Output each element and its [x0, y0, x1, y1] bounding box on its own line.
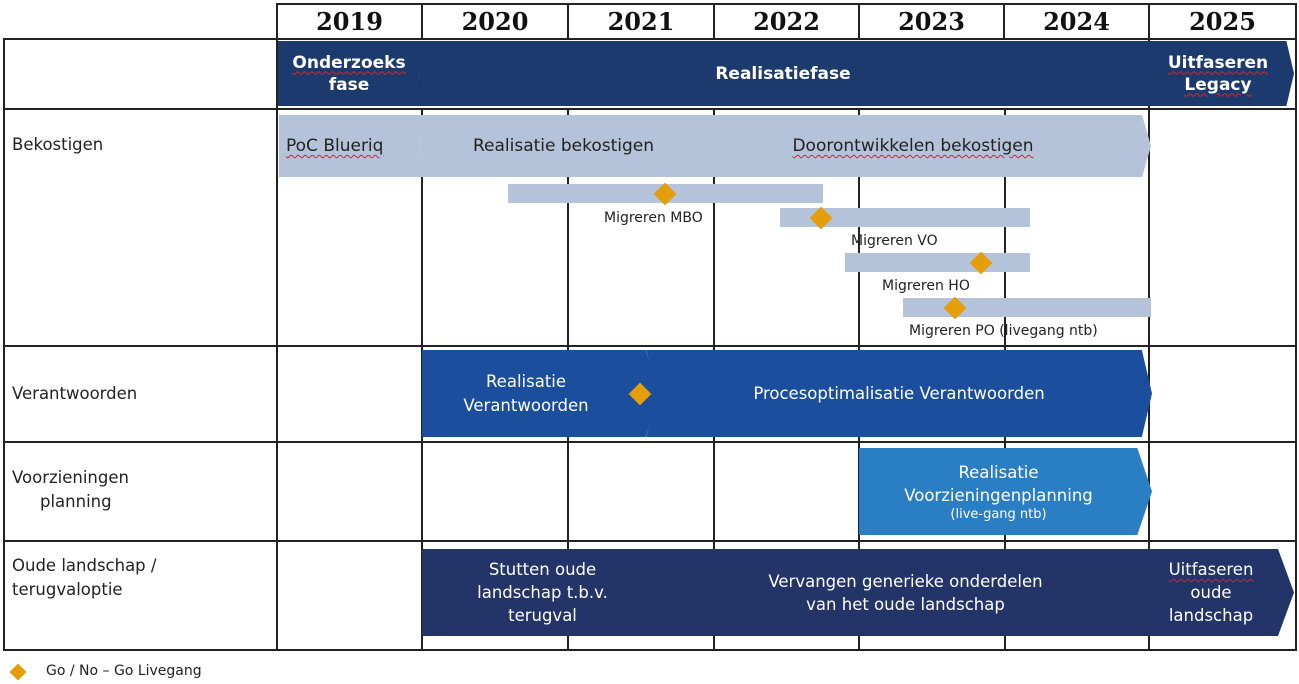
bar-doorontwikkelen-label: Doorontwikkelen bekostigen — [792, 136, 1034, 156]
row-label-oude-landschap: Oude landschap / terugvaloptie — [12, 554, 156, 602]
grid-line — [567, 3, 569, 39]
row-label-text: Voorzieningen — [12, 468, 129, 487]
phase-uitfaseren-line2: Legacy — [1184, 74, 1252, 95]
bar-uitfaseren-oude-landschap: Uitfaseren oude landschap — [1134, 549, 1294, 636]
row-label-text: Verantwoorden — [12, 384, 138, 403]
migration-label-po: Migreren PO (livegang ntb) — [909, 323, 1098, 339]
migration-label-vo: Migreren VO — [851, 233, 938, 249]
phase-uitfaseren-legacy: Uitfaseren Legacy — [1142, 41, 1294, 106]
phase-onderzoeksfase-line1: Onderzoeks — [292, 52, 406, 73]
migration-label-mbo: Migreren MBO — [604, 210, 703, 226]
grid-line — [276, 3, 278, 651]
migration-bar-po — [903, 298, 1151, 317]
year-2022: 2022 — [753, 6, 820, 36]
row-label-text: terugvaloptie — [12, 580, 123, 599]
bar-vervangen-line2: van het oude landschap — [806, 594, 1005, 614]
bar-stutten-line1: Stutten oude — [488, 560, 597, 579]
row-label-bekostigen: Bekostigen — [12, 133, 103, 157]
year-2020: 2020 — [461, 6, 529, 36]
phase-realisatiefase: Realisatiefase — [411, 41, 1155, 106]
bar-realisatie-bekostigen-label: Realisatie bekostigen — [472, 136, 655, 156]
phase-onderzoeksfase: Onderzoeks fase — [278, 41, 420, 106]
year-2024: 2024 — [1043, 6, 1110, 36]
row-label-verantwoorden: Verantwoorden — [12, 382, 137, 406]
year-2019: 2019 — [316, 6, 383, 36]
migration-label-ho: Migreren HO — [882, 278, 970, 294]
grid-line — [3, 38, 5, 651]
bar-uitfaseren-line2: oude — [1190, 583, 1232, 602]
grid-line — [3, 108, 1297, 110]
grid-line — [3, 38, 1297, 40]
year-2025: 2025 — [1189, 6, 1256, 36]
bar-vervangen-generieke-onderdelen: Vervangen generieke onderdelen van het o… — [661, 549, 1150, 636]
migration-bar-vo — [780, 208, 1030, 227]
grid-line — [277, 3, 1297, 5]
grid-line — [3, 345, 1297, 347]
bar-voorzieningen-line1: Realisatie — [958, 462, 1039, 482]
bar-stutten-line3: terugval — [508, 606, 577, 625]
row-label-text: Oude landschap / — [12, 556, 157, 575]
grid-line — [1148, 3, 1150, 651]
bar-realisatie-voorzieningenplanning: Realisatie Voorzieningenplanning (live-g… — [859, 448, 1152, 535]
legend-diamond-icon — [9, 663, 27, 681]
bar-procesoptimalisatie-label: Procesoptimalisatie Verantwoorden — [753, 383, 1045, 403]
bar-stutten-oude-landschap: Stutten oude landschap t.b.v. terugval — [422, 549, 677, 636]
phase-uitfaseren-line1: Uitfaseren — [1167, 52, 1269, 73]
bar-realisatie-verantwoorden: Realisatie Verantwoorden — [422, 350, 660, 437]
bar-voorzieningen-line2: Voorzieningenplanning — [904, 485, 1093, 505]
bar-realisatie-verantwoorden-line1: Realisatie — [485, 371, 567, 391]
grid-line — [1003, 3, 1005, 39]
bar-voorzieningen-note: (live-gang ntb) — [950, 506, 1047, 522]
bar-poc-blueriq: PoC Blueriq — [279, 115, 421, 177]
migration-bar-ho — [845, 253, 1030, 272]
grid-line — [421, 3, 423, 39]
bar-stutten-line2: landschap t.b.v. — [477, 583, 608, 602]
year-2023: 2023 — [898, 6, 965, 36]
grid-line — [3, 540, 1297, 542]
phase-realisatiefase-label: Realisatiefase — [715, 63, 851, 84]
bar-realisatie-verantwoorden-line2: Verantwoorden — [463, 395, 589, 415]
grid-line — [858, 3, 860, 39]
bar-doorontwikkelen-bekostigen: Doorontwikkelen bekostigen — [705, 115, 1151, 177]
grid-line — [421, 109, 423, 650]
bar-realisatie-bekostigen: Realisatie bekostigen — [412, 115, 715, 177]
legend-label: Go / No – Go Livegang — [46, 663, 202, 679]
bar-procesoptimalisatie-verantwoorden: Procesoptimalisatie Verantwoorden — [646, 350, 1152, 437]
bar-uitfaseren-line3: landschap — [1168, 606, 1254, 625]
grid-line — [1295, 3, 1297, 651]
year-2021: 2021 — [607, 6, 675, 36]
phase-onderzoeksfase-line2: fase — [328, 74, 370, 95]
grid-line — [713, 3, 715, 39]
row-label-voorzieningen-planning: Voorzieningen planning — [12, 466, 129, 514]
bar-poc-blueriq-label: PoC Blueriq — [286, 136, 384, 156]
bar-vervangen-line1: Vervangen generieke onderdelen — [768, 571, 1043, 591]
row-label-text: planning — [40, 492, 112, 511]
row-label-text: Bekostigen — [12, 135, 104, 154]
grid-line — [3, 649, 1297, 651]
grid-line — [3, 441, 1297, 443]
bar-uitfaseren-line1: Uitfaseren — [1168, 560, 1254, 579]
